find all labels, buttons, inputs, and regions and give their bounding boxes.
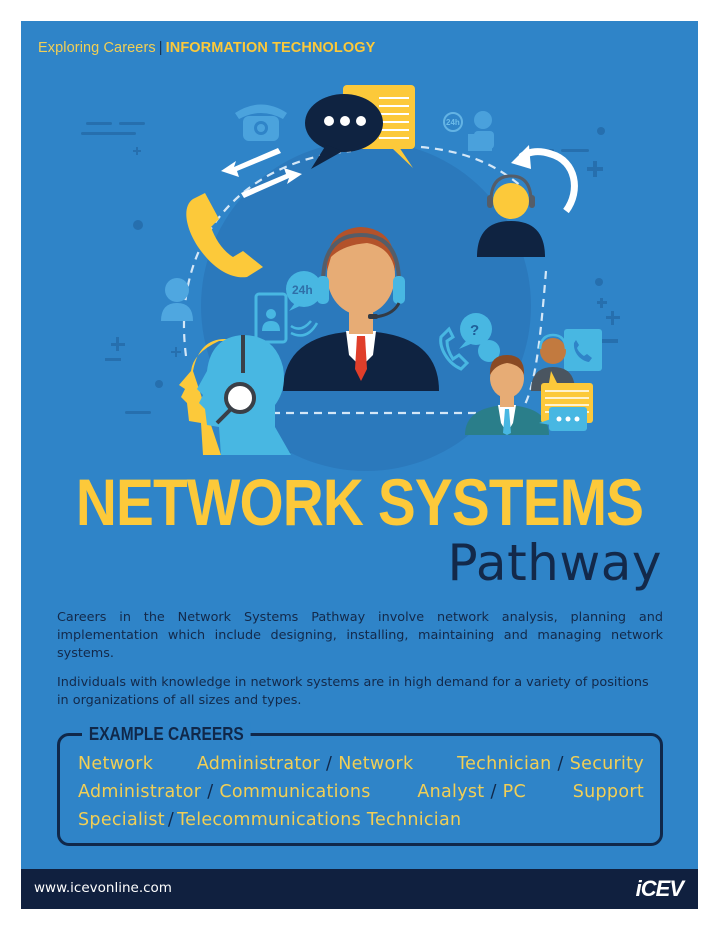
- header-category: Exploring Careers: [38, 40, 156, 56]
- svg-text:24h: 24h: [446, 118, 460, 127]
- career-item: Network Technician: [338, 754, 552, 774]
- page-title: NETWORK SYSTEMS: [75, 465, 644, 539]
- speech-bubble-dots-icon: [305, 94, 383, 169]
- careers-list: Network Administrator/Network Technician…: [78, 750, 644, 834]
- circular-arrow-icon: [511, 145, 578, 214]
- support-agent-main: [283, 227, 439, 391]
- career-separator: /: [167, 810, 175, 830]
- career-item: Communications Analyst: [219, 782, 485, 802]
- poster-panel: Exploring Careers|INFORMATION TECHNOLOGY: [21, 21, 698, 909]
- career-separator: /: [557, 754, 564, 774]
- illustration: 24h: [81, 85, 620, 471]
- businessman-icon: [465, 355, 549, 435]
- description-paragraph-2: Individuals with knowledge in network sy…: [57, 675, 649, 708]
- handset-icon: [186, 193, 263, 278]
- page-subtitle: Pathway: [447, 534, 662, 592]
- female-agent-icon: [161, 278, 193, 321]
- 24h-mobile-icon: [254, 271, 322, 344]
- career-separator: /: [326, 754, 333, 774]
- head-headset-profile-icon: [179, 335, 291, 455]
- career-separator: /: [490, 782, 497, 802]
- headset-silhouette-icon: [477, 174, 545, 257]
- header-breadcrumb: Exploring Careers|INFORMATION TECHNOLOGY: [38, 40, 375, 56]
- career-item: Network Administrator: [78, 754, 321, 774]
- header-separator: |: [158, 40, 163, 56]
- career-item: PC Support Specialist: [78, 782, 645, 830]
- 24h-support-agent-icon: [443, 111, 494, 151]
- description-paragraph-1: Careers in the Network Systems Pathway i…: [57, 610, 663, 661]
- example-careers-label: EXAMPLE CAREERS: [82, 722, 251, 746]
- career-separator: /: [207, 782, 214, 802]
- example-careers-box: EXAMPLE CAREERS Network Administrator/Ne…: [57, 722, 663, 846]
- footer-url-link[interactable]: www.icevonline.com: [34, 880, 172, 896]
- phone-book-icon: [564, 329, 602, 371]
- icev-logo: iCEV: [635, 876, 684, 901]
- rotary-phone-icon: [235, 104, 287, 141]
- chat-bubbles-icon: [539, 371, 593, 431]
- footer: www.icevonline.com iCEV: [21, 869, 698, 909]
- career-item: Security Administrator: [78, 754, 644, 802]
- exchange-arrows-icon: [221, 148, 302, 198]
- phone-question-bubble-icon: [439, 313, 500, 371]
- svg-text:?: ?: [470, 322, 479, 339]
- header-cluster: INFORMATION TECHNOLOGY: [165, 40, 376, 56]
- svg-text:24h: 24h: [292, 283, 313, 297]
- career-item: Telecommunications Technician: [177, 810, 462, 830]
